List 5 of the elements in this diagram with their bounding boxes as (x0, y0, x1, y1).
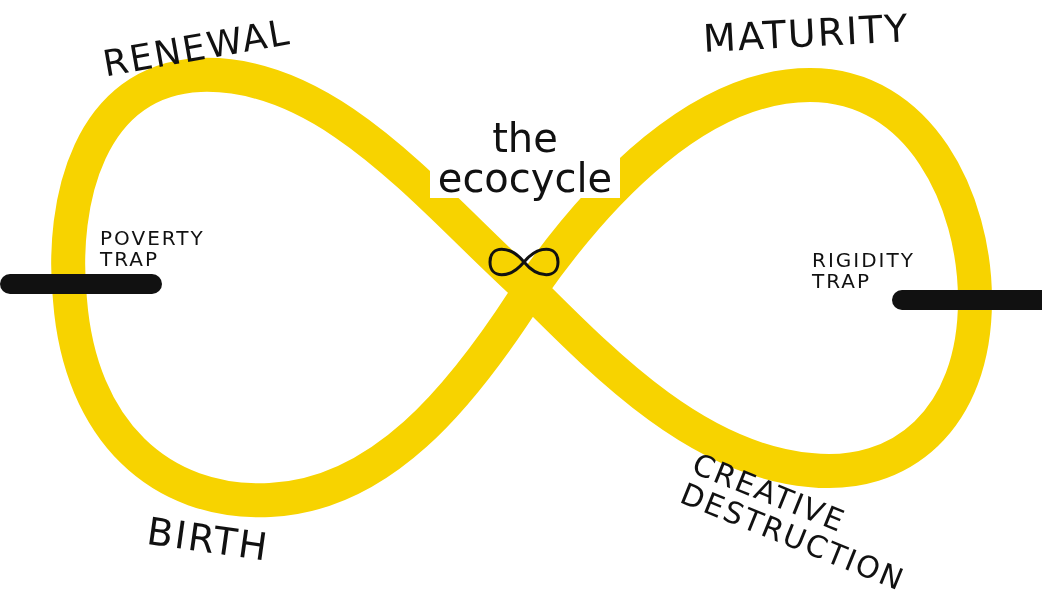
label: POVERTY TRAP (100, 228, 206, 270)
label: BIRTH (144, 512, 273, 572)
label: MATURITY (702, 6, 912, 60)
label: RIGIDITY TRAP (812, 250, 916, 292)
label: RENEWAL (100, 10, 295, 84)
